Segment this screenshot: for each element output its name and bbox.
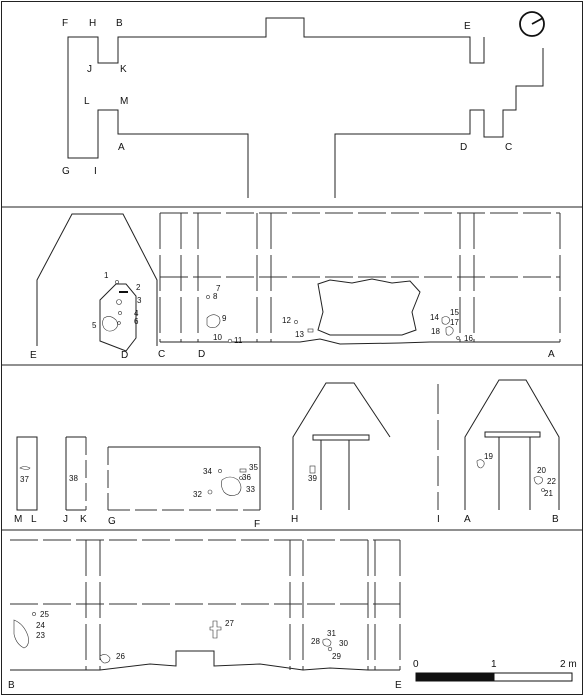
find-label-6: 6 bbox=[134, 317, 139, 326]
section4-letter-b: B bbox=[8, 680, 15, 691]
gable-h-i bbox=[292, 382, 439, 510]
find-label-18: 18 bbox=[431, 327, 440, 336]
section-2: E D C D A bbox=[30, 212, 561, 361]
gable-letter-d: D bbox=[121, 350, 128, 361]
wall-letter-a: A bbox=[548, 349, 555, 360]
wall-letter-g: G bbox=[108, 516, 116, 527]
find-label-14: 14 bbox=[430, 313, 439, 322]
north-arrow-icon bbox=[519, 11, 545, 37]
wall-letter-d: D bbox=[198, 349, 205, 360]
long-wall-c-a bbox=[159, 212, 561, 345]
floor-line-4 bbox=[10, 650, 400, 671]
gable-e-d-niche bbox=[99, 283, 137, 352]
find-label-3: 3 bbox=[137, 296, 142, 305]
find-labels-section-2: 1 2 3 4 5 6 7 8 9 10 11 12 13 14 15 16 1… bbox=[92, 271, 473, 345]
gable-e-d bbox=[36, 213, 158, 346]
find-label-1: 1 bbox=[104, 271, 109, 280]
scale-bar-black bbox=[415, 672, 495, 682]
find-label-32: 32 bbox=[193, 490, 202, 499]
find-label-36: 36 bbox=[242, 473, 251, 482]
find-label-17: 17 bbox=[450, 318, 459, 327]
wall-letter-c: C bbox=[158, 349, 165, 360]
plan-letter-c: C bbox=[505, 142, 512, 153]
plan-letter-f: F bbox=[62, 18, 68, 29]
find-label-30: 30 bbox=[339, 639, 348, 648]
pillar-letter-j: J bbox=[63, 514, 68, 525]
find-label-20: 20 bbox=[537, 466, 546, 475]
wall-letter-f: F bbox=[254, 519, 260, 530]
wall-breach bbox=[317, 278, 421, 336]
find-label-25: 25 bbox=[40, 610, 49, 619]
gable-letter-i: I bbox=[437, 514, 440, 525]
finds-section-2 bbox=[102, 280, 460, 344]
scale-label-1: 1 bbox=[491, 659, 497, 670]
scale-bar: 0 1 2 m bbox=[413, 659, 577, 682]
find-label-35: 35 bbox=[249, 463, 258, 472]
floor-line bbox=[160, 338, 560, 345]
pillar-letter-l: L bbox=[31, 514, 37, 525]
pillar-letter-m: M bbox=[14, 514, 22, 525]
find-label-39: 38 bbox=[69, 474, 78, 483]
find-label-24: 24 bbox=[36, 621, 45, 630]
plan-letter-a: A bbox=[118, 142, 125, 153]
find-label-33: 33 bbox=[246, 485, 255, 494]
find-label-26: 26 bbox=[116, 652, 125, 661]
plan-letter-b: B bbox=[116, 18, 123, 29]
find-label-7: 7 bbox=[216, 284, 221, 293]
find-label-21: 21 bbox=[544, 489, 553, 498]
find-label-22: 22 bbox=[547, 477, 556, 486]
find-label-28: 28 bbox=[311, 637, 320, 646]
find-label-10: 10 bbox=[213, 333, 222, 342]
find-label-16: 16 bbox=[464, 334, 473, 343]
find-label-38: 37 bbox=[20, 475, 29, 484]
find-label-19: 19 bbox=[484, 452, 493, 461]
find-label-13: 13 bbox=[295, 330, 304, 339]
scale-label-2m: 2 m bbox=[560, 659, 577, 670]
wall-g-f bbox=[107, 446, 261, 511]
plan-letter-i: I bbox=[94, 166, 97, 177]
scale-bar-white bbox=[493, 672, 573, 682]
find-label-9: 9 bbox=[222, 314, 227, 323]
find-label-27: 27 bbox=[225, 619, 234, 628]
long-wall-b-e bbox=[10, 539, 401, 671]
section-3: 37 M L 38 J K G F 32 33 34 35 36 bbox=[14, 379, 560, 530]
plan-letter-k: K bbox=[120, 64, 127, 75]
floor-plan: F H B E J K L M A D C G I bbox=[62, 11, 545, 198]
plan-letter-h: H bbox=[89, 18, 96, 29]
plan-letter-l: L bbox=[84, 96, 90, 107]
plan-letter-d: D bbox=[460, 142, 467, 153]
scale-label-0: 0 bbox=[413, 659, 419, 670]
pillar-letter-k: K bbox=[80, 514, 87, 525]
find-label-8: 8 bbox=[213, 292, 218, 301]
find-label-12: 12 bbox=[282, 316, 291, 325]
gable-a-b bbox=[464, 379, 560, 510]
gable-letter-a: A bbox=[464, 514, 471, 525]
find-label-11: 11 bbox=[234, 336, 243, 345]
gable-letter-h: H bbox=[291, 514, 298, 525]
plan-outline-bottom bbox=[334, 48, 544, 198]
find-label-5: 5 bbox=[92, 321, 97, 330]
plan-letter-m: M bbox=[120, 96, 128, 107]
find-label-31: 31 bbox=[327, 629, 336, 638]
plan-letter-j: J bbox=[87, 64, 92, 75]
find-label-23: 23 bbox=[36, 631, 45, 640]
find-label-37: 39 bbox=[308, 474, 317, 483]
section-4: 23 24 25 26 27 28 29 30 31 B E 0 1 2 m bbox=[8, 539, 577, 691]
find-label-4: 4 bbox=[134, 309, 139, 318]
plan-letter-e: E bbox=[464, 21, 471, 32]
find-label-34: 34 bbox=[203, 467, 212, 476]
pillar-j-k bbox=[65, 436, 87, 511]
plan-letter-g: G bbox=[62, 166, 70, 177]
find-label-29: 29 bbox=[332, 652, 341, 661]
gable-letter-b: B bbox=[552, 514, 559, 525]
find-label-15: 15 bbox=[450, 308, 459, 317]
section4-letter-e: E bbox=[395, 680, 402, 691]
find-2-mark bbox=[119, 291, 128, 293]
plan-outline-top bbox=[67, 17, 485, 198]
pillar-m-l bbox=[16, 436, 38, 511]
gable-letter-e: E bbox=[30, 350, 37, 361]
find-label-2: 2 bbox=[136, 283, 141, 292]
